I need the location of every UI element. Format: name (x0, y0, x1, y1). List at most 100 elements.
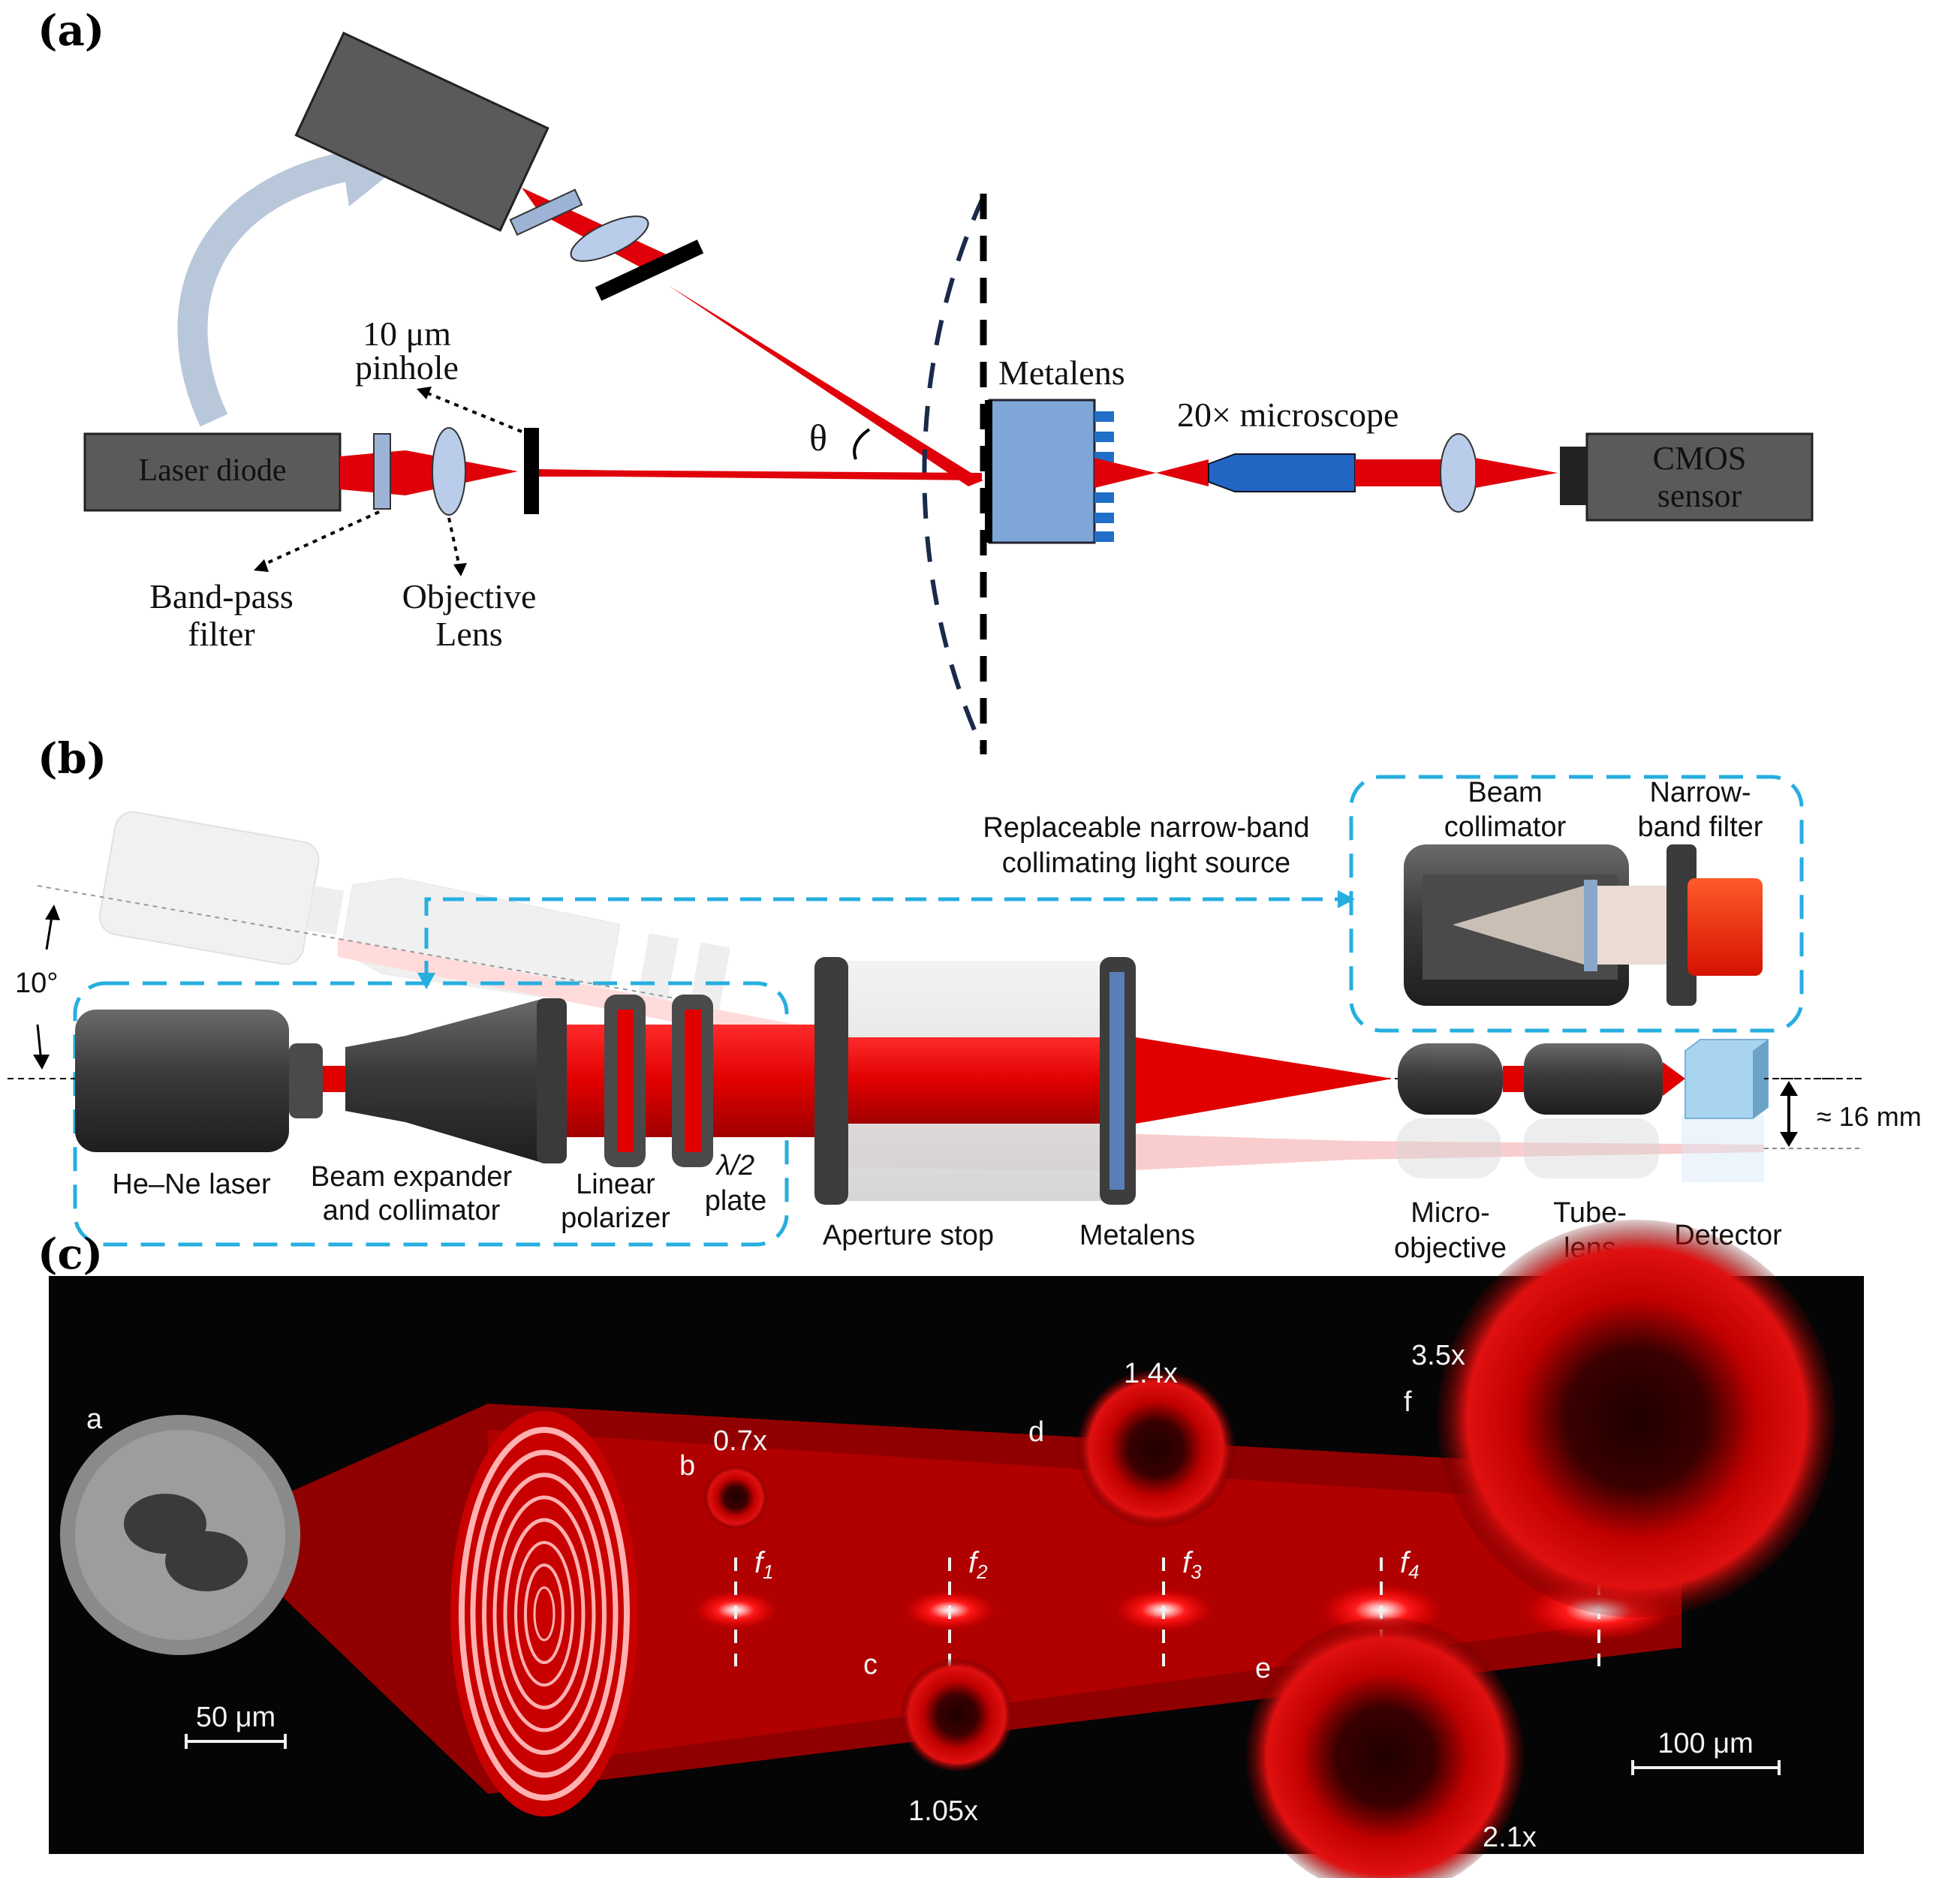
he-ne-beam (323, 1066, 345, 1092)
tilted-incident-beam (668, 285, 983, 486)
cmos-sensor (1585, 432, 1814, 522)
distance-arrow-up-icon (1780, 1081, 1798, 1096)
tilt-angle-label: 10° (15, 968, 58, 999)
metalens-label-b: Metalens (1079, 1220, 1195, 1251)
collimator-cone (1453, 886, 1584, 965)
focusing-cone (1136, 1037, 1392, 1124)
pinhole-pointer (420, 389, 522, 433)
image-e-letter: e (1255, 1653, 1271, 1684)
distance-label: ≈ 16 mm (1817, 1101, 1922, 1132)
pinhole-label-1: 10 μm (363, 315, 451, 353)
diverging-beam-2 (539, 470, 982, 480)
panel-c-label: (c) (38, 1229, 103, 1279)
replaceable-label-2: collimating light source (1002, 847, 1290, 879)
band-pass-pointer-head-icon (254, 559, 269, 572)
micro-objective (1398, 1043, 1503, 1115)
image-d-magnification: 1.4x (1124, 1358, 1178, 1389)
tube-lens-b (1524, 1043, 1663, 1115)
image-b-letter: b (679, 1450, 695, 1482)
image-b (704, 1466, 767, 1529)
objective-label-2: Lens (435, 615, 502, 653)
image-c (901, 1659, 1013, 1771)
tilt-arrow-up-head-icon (45, 904, 60, 920)
cmos-label-2: sensor (1657, 477, 1742, 514)
panel-a: (a) Laser diode θ 10 μm pinhole (38, 6, 1814, 754)
collimator-tube (1597, 886, 1680, 965)
detector-side (1753, 1040, 1768, 1118)
he-ne-laser (75, 1010, 289, 1152)
micro-objective-label-1: Micro- (1411, 1197, 1490, 1229)
pinhole-label-2: pinhole (355, 348, 459, 387)
image-f-letter: f (1404, 1386, 1412, 1418)
image-d-letter: d (1028, 1416, 1044, 1448)
aperture-beam (848, 1037, 1103, 1124)
panel-b-label: (b) (38, 734, 107, 784)
image-d (1077, 1370, 1235, 1527)
half-wave-plate-center (685, 1010, 701, 1152)
beam-collimator-label-1: Beam (1468, 777, 1542, 808)
aperture-stop (814, 957, 848, 1205)
image-c-magnification: 1.05x (908, 1795, 978, 1827)
expander-label-1: Beam expander (311, 1161, 513, 1193)
objective-lens (432, 427, 466, 516)
panel-a-label: (a) (38, 6, 104, 56)
focus-beam-right (1156, 459, 1209, 486)
image-f (1438, 1220, 1835, 1618)
image-b-magnification: 0.7x (713, 1425, 767, 1457)
beam-expander-end (537, 998, 567, 1163)
laser-diode-label: Laser diode (138, 453, 286, 488)
tilted-filter (509, 188, 583, 236)
connector-down-arrow-icon (417, 973, 435, 989)
scale-bar-50-label: 50 μm (196, 1702, 275, 1733)
band-pass-pointer (258, 510, 380, 568)
metalens-b-glass (1109, 972, 1125, 1190)
image-e-magnification: 2.1x (1483, 1822, 1537, 1853)
tilt-arrow-down-head-icon (33, 1055, 50, 1070)
input-beam (340, 450, 518, 495)
focus-beam-left (1094, 458, 1156, 488)
linear-polarizer-center (617, 1010, 634, 1152)
image-f-magnification: 3.5x (1411, 1340, 1465, 1371)
cmos-window (1560, 447, 1587, 505)
cmos-label-1: CMOS (1653, 440, 1747, 477)
theta-arc (853, 428, 871, 460)
connector-arrow-icon (1338, 890, 1355, 908)
relay-beam (1503, 1066, 1525, 1092)
band-pass-filter (373, 433, 391, 510)
beam-collimator-label-2: collimator (1444, 811, 1567, 843)
objective-pointer (447, 517, 461, 567)
tilted-laser-assembly (294, 32, 549, 232)
rotation-arrow-icon (177, 150, 356, 427)
beam-expander (345, 998, 544, 1163)
panel-c: (c) a (38, 1220, 1864, 1878)
specimen-letter: a (86, 1404, 103, 1435)
detector-beam (1663, 1062, 1685, 1096)
objective-pointer-head-icon (453, 563, 467, 576)
band-pass-label-1: Band-pass (149, 577, 294, 615)
collimator-lens (1584, 880, 1597, 971)
tilted-laser-diode (294, 32, 549, 232)
image-e (1246, 1618, 1524, 1878)
he-ne-laser-aperture (289, 1043, 323, 1118)
light-cone-inner (488, 1430, 1682, 1771)
micro-objective-label-2: objective (1394, 1232, 1507, 1264)
replaceable-source-box (1349, 775, 1804, 1033)
tilted-pinhole (595, 239, 704, 301)
tilted-objective-lens (570, 215, 649, 262)
polarizer-label-1: Linear (576, 1169, 655, 1200)
image-c-letter: c (863, 1649, 878, 1681)
fresnel-metalens (450, 1411, 638, 1816)
microscope-objective (1208, 453, 1356, 492)
panel-b: (b) Replaceable narrow-band co (8, 734, 1922, 1264)
metalens-label-a: Metalens (998, 354, 1125, 392)
metalens-a (988, 399, 1096, 544)
theta-label: θ (809, 417, 827, 459)
tube-lens-a (1440, 433, 1477, 513)
replaceable-connector (424, 897, 1344, 982)
narrow-band-filter (1688, 878, 1763, 976)
band-pass-label-2: filter (188, 615, 254, 653)
he-ne-label: He–Ne laser (112, 1169, 271, 1200)
narrow-band-label-2: band filter (1638, 811, 1763, 843)
microscope-label: 20× microscope (1177, 396, 1398, 434)
